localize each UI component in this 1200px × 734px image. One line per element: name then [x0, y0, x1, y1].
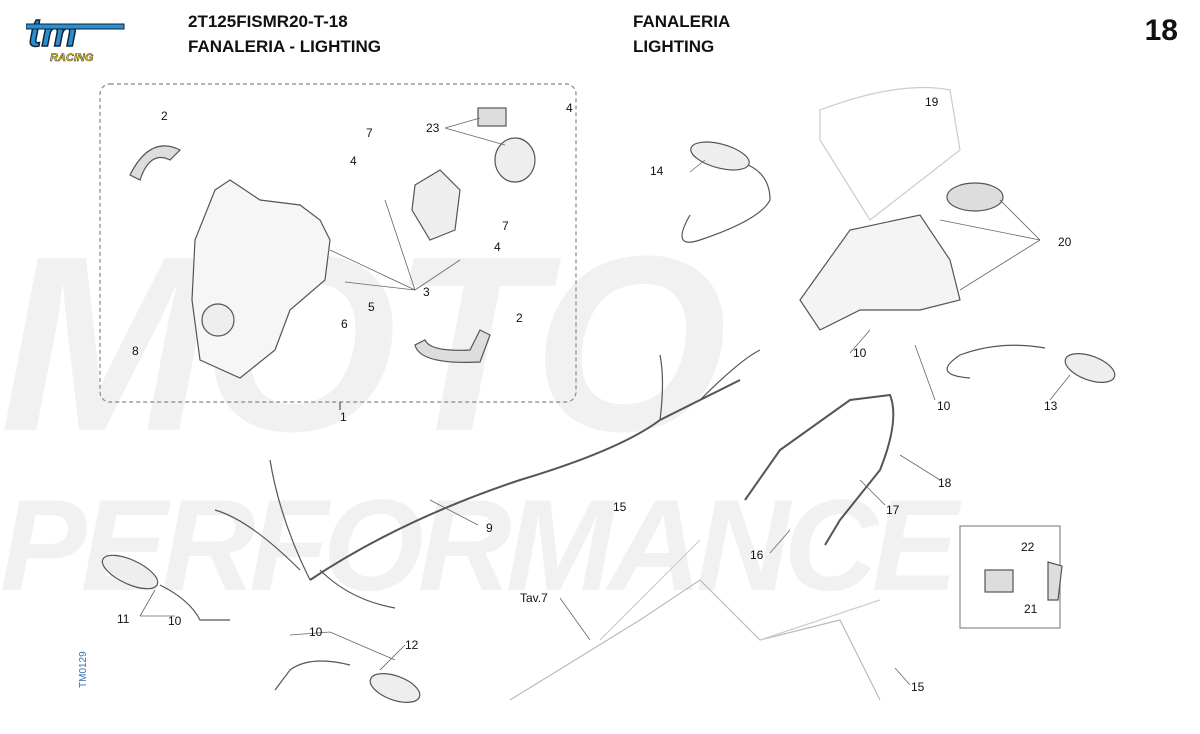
svg-text:RACING: RACING [50, 52, 94, 64]
page-number: 18 [1144, 14, 1178, 47]
callout-10: 10 [168, 614, 182, 628]
callout-20: 20 [1058, 235, 1072, 249]
svg-text:tm: tm [28, 14, 77, 55]
callout-18: 18 [938, 476, 952, 490]
callout-11: 11 [117, 612, 130, 626]
headlight-assembly-box [99, 83, 577, 403]
headlight-bracket-lower [414, 329, 491, 363]
headlight-bracket-upper [129, 145, 182, 181]
callout-14: 14 [650, 164, 664, 178]
flasher-relay [984, 569, 1014, 593]
indicator-12 [369, 673, 421, 703]
callout-3: 3 [423, 285, 430, 299]
callout-10: 10 [853, 346, 867, 360]
callout-15: 15 [911, 680, 925, 694]
callout-1: 1 [340, 410, 347, 424]
watermark-moto: MOTO [0, 204, 727, 483]
headlight-bulb-holder [411, 169, 461, 241]
relay-23 [477, 107, 507, 127]
callout-6: 6 [341, 317, 348, 331]
frame-outline [509, 579, 881, 701]
callout-21: 21 [1024, 602, 1038, 616]
callout-2: 2 [161, 109, 168, 123]
wiring-harness [309, 379, 741, 581]
callout-10: 10 [309, 625, 323, 639]
rear-fender [799, 214, 961, 331]
callout-12: 12 [405, 638, 419, 652]
indicator-front-left [690, 141, 750, 171]
callout-22: 22 [1021, 540, 1035, 554]
rear-seat-outline [819, 86, 961, 221]
callout-tav7[interactable]: Tav.7 [520, 591, 548, 605]
callout-5: 5 [368, 300, 375, 314]
callout-9: 9 [486, 521, 493, 535]
callout-16: 16 [750, 548, 764, 562]
callout-13: 13 [1044, 399, 1058, 413]
callout-19: 19 [925, 95, 939, 109]
callout-10: 10 [937, 399, 951, 413]
indicator-front-left-11 [101, 554, 159, 590]
page-title-it: FANALERIA [633, 12, 731, 31]
callout-2: 2 [516, 311, 523, 325]
callout-4: 4 [350, 154, 357, 168]
callout-15: 15 [613, 500, 627, 514]
callout-4: 4 [494, 240, 501, 254]
watermark-performance: PERFORMANCE [0, 472, 958, 618]
indicator-rear-right [1064, 353, 1116, 383]
page-title-en: LIGHTING [633, 37, 715, 56]
callout-17: 17 [886, 503, 900, 517]
license-plate-bracket [744, 393, 895, 546]
page-title-left: FANALERIA - LIGHTING [188, 37, 381, 56]
callout-8: 8 [132, 344, 139, 358]
drawing-code-title: 2T125FISMR20-T-18 [188, 12, 348, 31]
headlight-mask [191, 179, 331, 379]
bulb-socket-23 [494, 137, 536, 183]
callout-7: 7 [502, 219, 509, 233]
callout-4: 4 [566, 101, 573, 115]
callout-7: 7 [366, 126, 373, 140]
callout-23: 23 [426, 121, 440, 135]
drawing-code: TM0129 [78, 651, 89, 688]
tm-racing-logo: tm RACING [25, 10, 126, 69]
tail-light [946, 182, 1004, 212]
